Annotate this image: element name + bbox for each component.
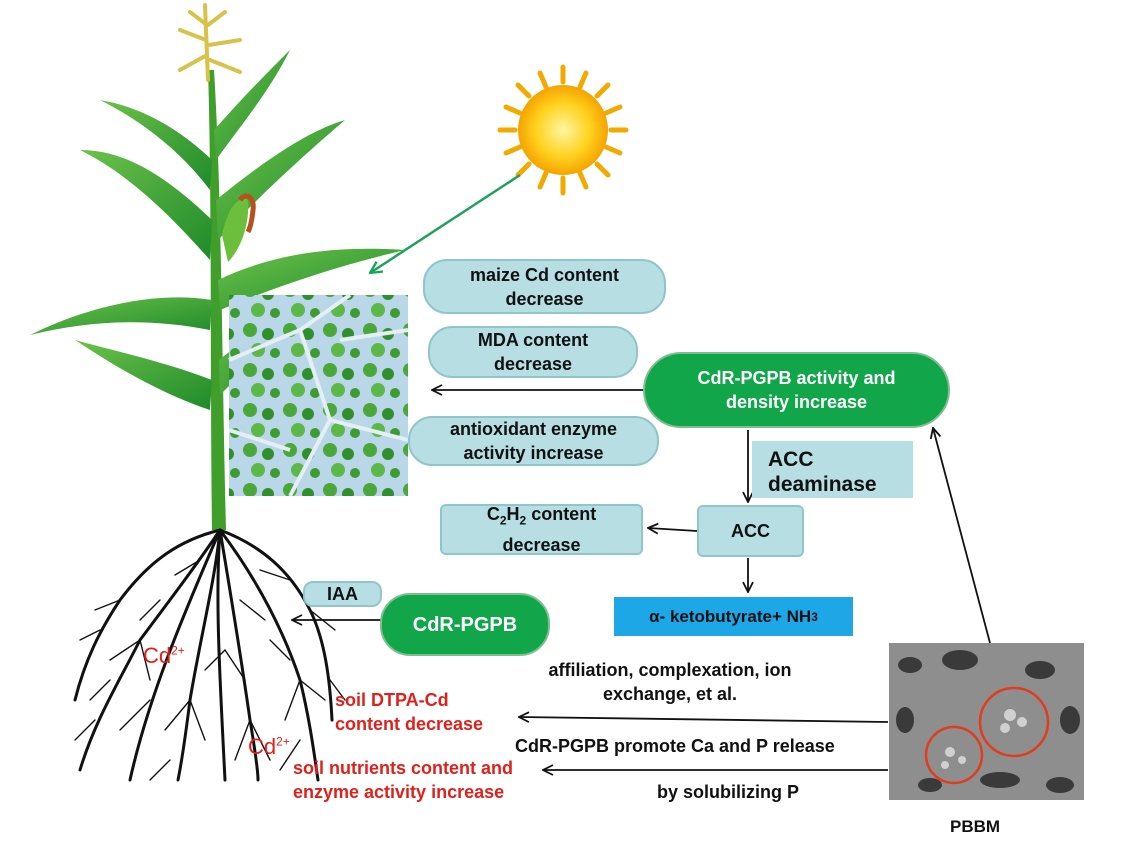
antioxidant-box: antioxidant enzyme activity increase <box>408 416 659 466</box>
ketobutyrate-sub: 3 <box>811 609 818 624</box>
cdr-activity-box: CdR-PGPB activity and density increase <box>643 352 950 428</box>
c2h2-c: C <box>486 504 500 525</box>
soil-nutrients-label: soil nutrients content and enzyme activi… <box>293 756 513 804</box>
root-system-illustration <box>73 528 346 782</box>
c2h2-box: C2H2 content decrease <box>440 504 643 555</box>
soil-dtpa-label: soil DTPA-Cd content decrease <box>335 688 483 736</box>
affiliation-line2: exchange, et al. <box>602 684 738 704</box>
arrows <box>292 390 991 770</box>
ketobutyrate-text: α- ketobutyrate+ NH <box>649 606 812 626</box>
acc-deaminase-line2: deaminase <box>768 473 877 496</box>
iaa-box: IAA <box>303 581 382 607</box>
mda-line1: MDA content <box>477 330 589 350</box>
c2h2-line2: decrease <box>502 534 581 555</box>
cd-ion-label-1: Cd2+ <box>143 643 185 669</box>
cdr-pgpb-label: CdR-PGPB <box>412 613 518 636</box>
c2h2-line1: C2H2 content <box>487 502 596 533</box>
promote-label: CdR-PGPB promote Ca and P release <box>515 736 835 756</box>
c2h2-sub1: 2 <box>499 513 507 528</box>
affiliation-label: affiliation, complexation, ion exchange,… <box>530 658 810 706</box>
leaf-cell-micrograph <box>228 293 409 497</box>
pbbm-label: PBBM <box>950 817 1001 836</box>
sun-icon <box>497 64 629 196</box>
antioxidant-line2: activity increase <box>463 443 604 463</box>
antioxidant-line1: antioxidant enzyme <box>449 419 618 439</box>
soil-nutrients-line2: enzyme activity increase <box>293 782 505 802</box>
soil-dtpa-line1: soil DTPA-Cd <box>335 690 449 710</box>
cd-ion-symbol: Cd <box>248 734 277 759</box>
sunlight-arrow <box>370 173 521 273</box>
acc-label: ACC <box>731 521 770 541</box>
acc-box: ACC <box>697 505 804 557</box>
soil-dtpa-line2: content decrease <box>335 714 484 734</box>
cdr-pgpb-box: CdR-PGPB <box>380 593 550 656</box>
acc-deaminase-box: ACC deaminase <box>752 441 913 498</box>
mda-line2: decrease <box>493 354 573 374</box>
c2h2-h: H <box>506 504 520 525</box>
solubilizing-label: by solubilizing P <box>657 782 800 802</box>
soil-nutrients-line1: soil nutrients content and <box>293 758 514 778</box>
mda-box: MDA content decrease <box>428 326 638 378</box>
cd-ion-charge: 2+ <box>276 734 290 749</box>
c2h2-content: content <box>526 504 597 525</box>
affiliation-line1: affiliation, complexation, ion <box>548 660 792 680</box>
maize-cd-line2: decrease <box>505 288 584 309</box>
cdr-activity-line2: density increase <box>725 392 868 412</box>
cdr-activity-line1: CdR-PGPB activity and <box>697 368 896 388</box>
cd-ion-symbol: Cd <box>143 643 172 668</box>
c2h2-sub2: 2 <box>519 513 527 528</box>
maize-cd-box: maize Cd content decrease <box>423 259 666 314</box>
maize-cd-line1: maize Cd content <box>469 264 620 285</box>
cd-ion-charge: 2+ <box>171 643 185 658</box>
acc-deaminase-line1: ACC <box>768 448 814 471</box>
pbbm-micrograph <box>889 643 1084 800</box>
cd-ion-label-2: Cd2+ <box>248 734 290 760</box>
iaa-label: IAA <box>327 584 358 604</box>
